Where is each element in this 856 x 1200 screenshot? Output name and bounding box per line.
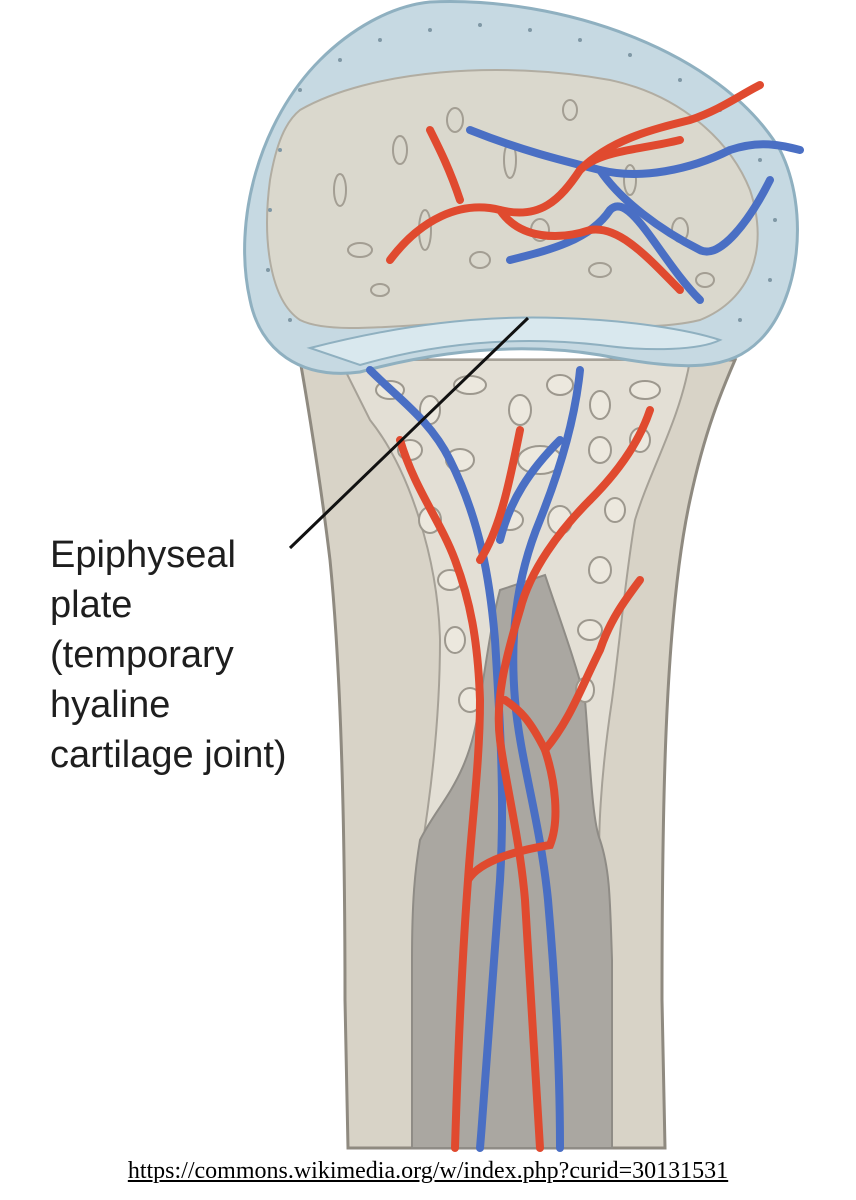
source-url-link[interactable]: https://commons.wikimedia.org/w/index.ph… [127,1158,729,1184]
cartilage-dots [266,23,777,322]
label-line-3: (temporary [50,634,234,676]
label-line-4: hyaline [50,684,171,726]
label-line-5: cartilage joint) [50,734,287,776]
label-line-2: plate [50,584,133,626]
epiphyseal-plate [306,316,723,367]
epiphyseal-plate-label: Epiphyseal plate (temporary hyaline cart… [50,530,350,780]
label-line-1: Epiphyseal [50,534,236,576]
arteries [386,81,764,1152]
leader-line [288,316,530,550]
